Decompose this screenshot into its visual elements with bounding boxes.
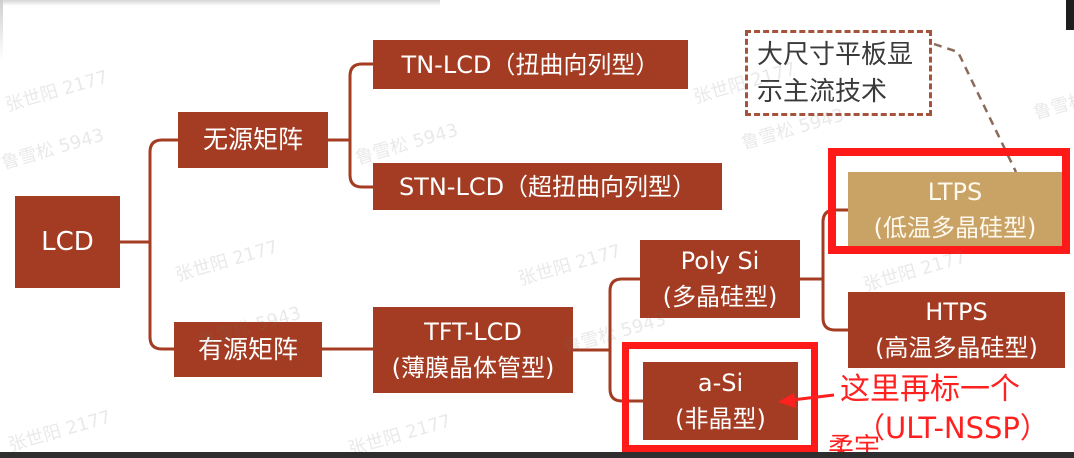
window-edge-bottom	[0, 452, 1074, 458]
node-name: HTPS	[925, 298, 988, 326]
node-a-si: a-Si (非晶型)	[643, 362, 798, 440]
arrow-left-icon	[778, 393, 796, 408]
node-name: Poly Si	[680, 247, 760, 275]
highlight-outline-ltps	[828, 148, 1070, 254]
annotation-text: 这里再标一个	[840, 372, 1020, 407]
node-type: (多晶硅型)	[662, 283, 778, 311]
connector-tft-branches	[608, 277, 645, 403]
callout-leader-line	[933, 42, 1018, 173]
connector-lcd-branches	[148, 138, 180, 351]
node-active-matrix: 有源矩阵	[174, 322, 322, 377]
annotation-text: （ULT-NSSP）	[856, 411, 1049, 445]
node-name: a-Si	[697, 369, 744, 397]
arrow-shaft	[791, 393, 835, 402]
node-tn-lcd: TN-LCD（扭曲向列型）	[373, 40, 688, 89]
window-edge-left	[0, 0, 3, 60]
node-lcd: LCD	[15, 196, 120, 288]
node-tft-lcd: TFT-LCD (薄膜晶体管型)	[373, 307, 573, 393]
node-poly-si: Poly Si (多晶硅型)	[640, 240, 800, 318]
node-htps: HTPS (高温多晶硅型)	[848, 292, 1065, 368]
node-passive-matrix: 无源矩阵	[178, 112, 328, 168]
node-type: (高温多晶硅型)	[875, 334, 1038, 362]
node-label: TN-LCD（扭曲向列型）	[401, 50, 660, 79]
callout-line: 大尺寸平板显	[757, 40, 914, 70]
window-corner	[1066, 0, 1074, 30]
window-edge-top	[0, 0, 440, 6]
node-stn-lcd: STN-LCD（超扭曲向列型）	[373, 163, 722, 210]
node-label: LCD	[41, 227, 94, 257]
connector-passive-branches	[348, 62, 375, 189]
node-type: (低温多晶硅型)	[873, 214, 1037, 242]
node-name: LTPS	[927, 178, 983, 206]
node-ltps: LTPS (低温多晶硅型)	[848, 172, 1062, 248]
node-type: (非晶型)	[675, 405, 766, 433]
node-label: STN-LCD（超扭曲向列型）	[398, 172, 697, 201]
callout-line: 示主流技术	[757, 77, 888, 107]
callout-box: 大尺寸平板显 示主流技术	[745, 30, 932, 116]
node-type: (薄膜晶体管型)	[391, 354, 555, 382]
node-name: TFT-LCD	[424, 318, 522, 346]
node-label: 无源矩阵	[202, 125, 303, 154]
node-label: 有源矩阵	[197, 334, 298, 364]
